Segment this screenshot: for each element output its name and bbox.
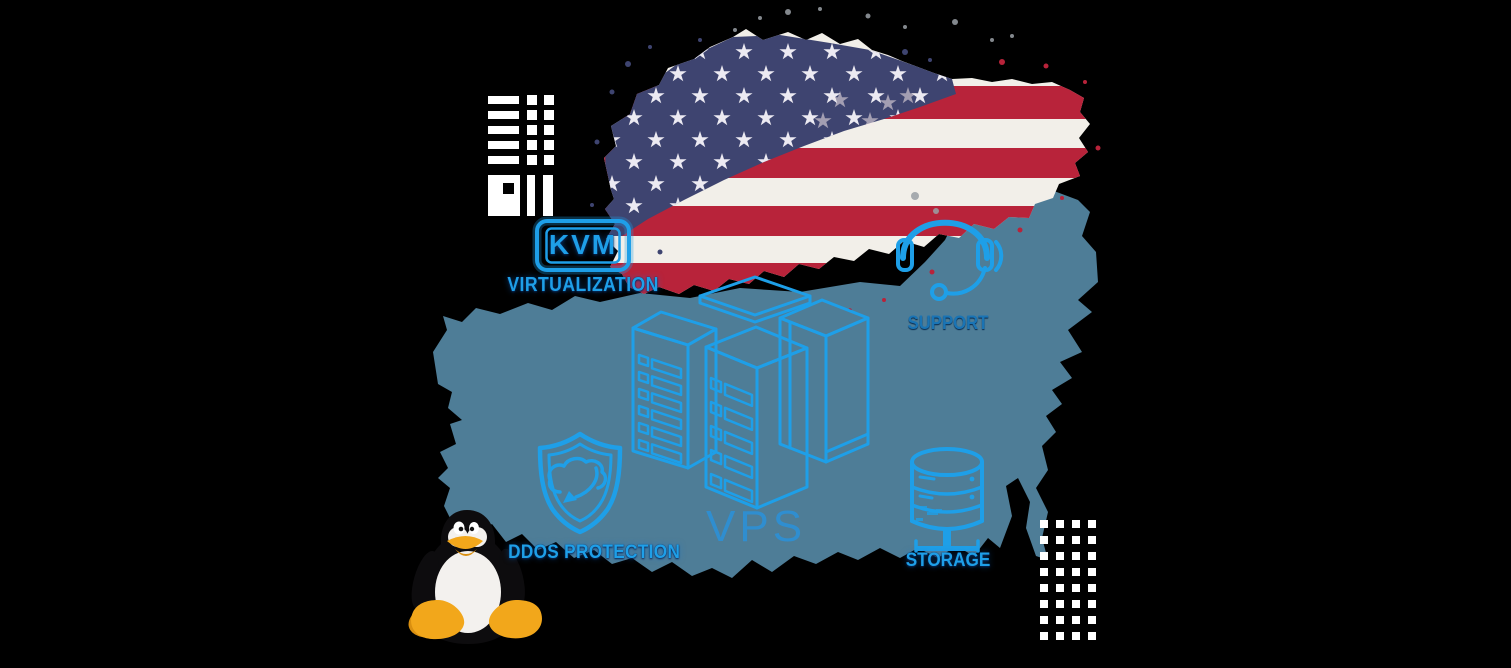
storage-label: STORAGE xyxy=(905,549,991,571)
dot-grid-decor xyxy=(1040,520,1096,640)
kvm-label: KVM xyxy=(548,229,618,260)
storage-noise xyxy=(916,506,942,521)
vps-server-towers-icon xyxy=(631,275,870,510)
kvm-badge-icon xyxy=(532,216,634,275)
ddos-shield-cloud-icon xyxy=(537,431,623,535)
storage-database-icon xyxy=(910,447,984,553)
vps-label: VPS xyxy=(706,502,807,551)
support-label: SUPPORT xyxy=(907,313,989,334)
support-headset-icon xyxy=(896,219,1004,301)
flag-splatter xyxy=(590,7,1101,312)
pixel-blocks-decor xyxy=(488,95,554,216)
linux-tux-mascot xyxy=(408,510,542,644)
cloud-icon xyxy=(547,456,608,494)
virtualization-label: VIRTUALIZATION xyxy=(507,274,659,296)
ddos-protection-label: DDOS PROTECTION xyxy=(508,541,681,563)
